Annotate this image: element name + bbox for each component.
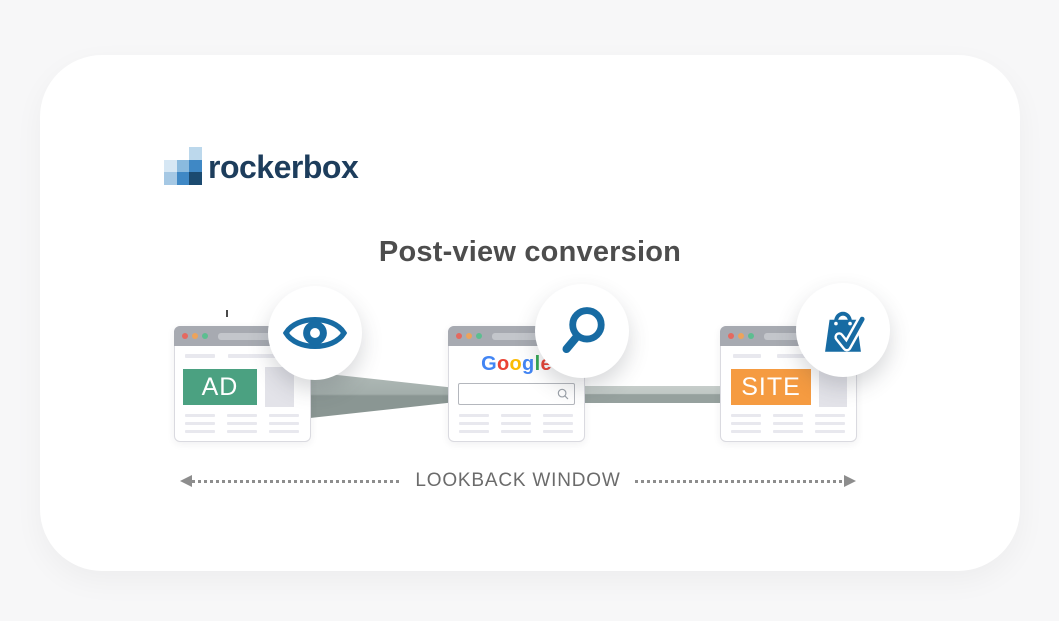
window-dot-red-icon <box>728 333 734 339</box>
placeholder-line <box>543 414 573 417</box>
placeholder-line <box>269 422 299 425</box>
placeholder-line <box>773 430 803 433</box>
titlebar-url-placeholder <box>492 332 577 340</box>
placeholder-line <box>773 414 803 417</box>
window-dot-green-icon <box>476 333 482 339</box>
window-dot-green-icon <box>202 333 208 339</box>
window-dot-green-icon <box>748 333 754 339</box>
placeholder-line <box>185 430 215 433</box>
placeholder-line <box>269 414 299 417</box>
google-logo: Google <box>449 353 584 376</box>
rockerbox-logo: rockerbox <box>164 147 359 186</box>
logo-pixel <box>176 172 190 186</box>
placeholder-line <box>227 430 257 433</box>
page-title: Post-view conversion <box>378 236 682 268</box>
bar-connector <box>583 386 722 403</box>
magnifier-icon <box>562 307 605 354</box>
view-badge <box>268 286 362 380</box>
arrow-left-icon <box>180 475 192 487</box>
placeholder-line <box>227 414 257 417</box>
logo-pixel <box>164 159 177 173</box>
placeholder-line <box>459 430 489 433</box>
lookback-label: LOOKBACK WINDOW <box>415 470 621 491</box>
cursor-mark <box>226 310 228 317</box>
window-dot-red-icon <box>182 333 188 339</box>
small-magnifier-icon <box>557 388 569 400</box>
google-letter: e <box>540 353 552 375</box>
google-letter: o <box>509 353 523 375</box>
dashed-line-right <box>634 479 844 483</box>
window-dot-orange-icon <box>192 333 198 339</box>
placeholder-line <box>731 430 761 433</box>
ad-banner: AD <box>183 369 257 405</box>
placeholder-line <box>733 354 761 358</box>
window-dot-orange-icon <box>466 333 472 339</box>
placeholder-line <box>185 414 215 417</box>
placeholder-line <box>227 422 257 425</box>
placeholder-line <box>185 422 215 425</box>
logo-pixel <box>176 159 190 173</box>
dashed-line-left <box>192 479 402 483</box>
eye-icon <box>282 317 348 349</box>
placeholder-line <box>543 430 573 433</box>
placeholder-line <box>731 422 761 425</box>
placeholder-line <box>269 430 299 433</box>
placeholder-line <box>815 414 845 417</box>
placeholder-line <box>731 414 761 417</box>
placeholder-line <box>459 422 489 425</box>
placeholder-line <box>185 354 215 358</box>
placeholder-line <box>459 414 489 417</box>
placeholder-line <box>501 414 531 417</box>
placeholder-line <box>815 422 845 425</box>
search-input <box>458 383 575 405</box>
tapered-beam-connector <box>310 372 456 418</box>
logo-pixel <box>164 172 177 186</box>
placeholder-line <box>501 422 531 425</box>
titlebar-url-placeholder <box>218 332 303 340</box>
lookback-window-annotation: LOOKBACK WINDOW <box>180 470 856 491</box>
google-letter: G <box>481 353 497 375</box>
search-badge <box>535 284 629 378</box>
google-letter: g <box>522 353 535 375</box>
shopping-bag-check-icon <box>825 311 867 352</box>
window-dot-red-icon <box>456 333 462 339</box>
placeholder-line <box>815 430 845 433</box>
placeholder-line <box>543 422 573 425</box>
placeholder-line <box>501 430 531 433</box>
rockerbox-logo-icon <box>164 147 203 186</box>
logo-pixel <box>189 147 203 160</box>
placeholder-line <box>773 422 803 425</box>
placeholder-line <box>228 354 294 358</box>
logo-pixel <box>189 172 203 186</box>
browser-window-site: SITE <box>720 326 857 442</box>
window-dot-orange-icon <box>738 333 744 339</box>
rockerbox-logo-text: rockerbox <box>208 149 359 185</box>
placeholder-box <box>265 367 294 407</box>
google-letter: l <box>534 353 541 375</box>
google-letter: o <box>496 353 510 375</box>
site-banner: SITE <box>731 369 811 405</box>
logo-pixel <box>189 159 203 173</box>
arrow-right-icon <box>844 475 856 487</box>
purchase-badge <box>796 283 890 377</box>
